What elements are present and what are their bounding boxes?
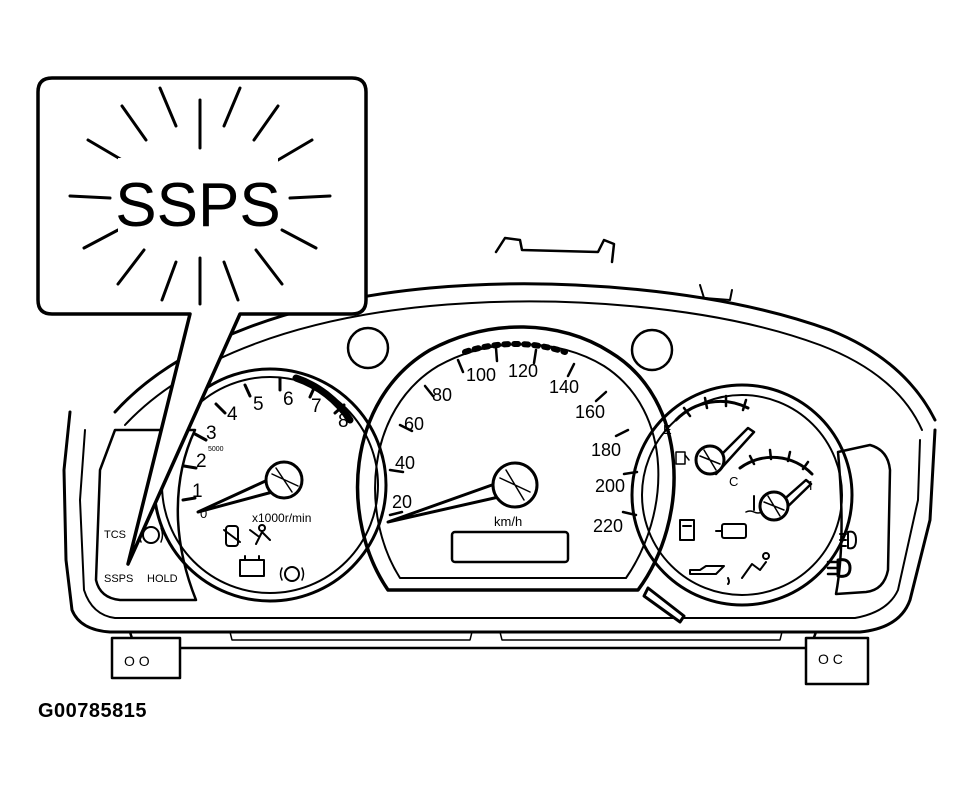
door-open-icon xyxy=(741,552,770,579)
left-indicator-panel: TCS SSPS HOLD xyxy=(104,526,178,585)
tach-number: 7 xyxy=(311,396,322,417)
tach-numbers: 1 2 3 4 5 6 7 8 xyxy=(192,389,349,502)
coolant-temp-icon xyxy=(745,495,763,514)
temp-cold-label: C xyxy=(729,474,738,489)
fuel-pump-icon xyxy=(675,451,690,465)
ssps-callout: SSPS xyxy=(36,76,368,566)
flash-rays xyxy=(68,86,332,306)
tcs-label: TCS xyxy=(104,529,126,541)
odometer-display xyxy=(450,530,570,564)
tach-number: 1 xyxy=(192,481,203,502)
tach-unit-label: x1000r/min xyxy=(252,511,311,525)
speed-number: 160 xyxy=(575,402,605,422)
tachometer: 1 2 3 4 5 6 7 8 0 5000 x1000r/min xyxy=(152,367,388,603)
right-mount-holes: O C xyxy=(818,651,843,667)
left-mount-holes: O O xyxy=(124,653,150,669)
tach-number: 8 xyxy=(338,411,349,432)
speed-number: 40 xyxy=(395,453,415,473)
temperature-gauge: C H xyxy=(729,448,814,522)
speed-number: 20 xyxy=(392,492,412,512)
speed-unit-label: km/h xyxy=(494,514,522,529)
fuel-gauge: E xyxy=(663,394,756,476)
tach-number: 6 xyxy=(283,389,294,410)
speed-number: 200 xyxy=(595,476,625,496)
high-beam-icon xyxy=(826,558,852,578)
brake-warning-icon xyxy=(279,566,305,582)
speed-number: 120 xyxy=(508,361,538,381)
tach-small-text: 5000 xyxy=(208,446,224,453)
tach-number: 5 xyxy=(253,394,264,415)
figure-code: G00785815 xyxy=(38,700,148,722)
ssps-indicator-label: SSPS xyxy=(104,573,133,585)
right-gauge-cluster xyxy=(630,383,854,607)
fuel-empty-label: E xyxy=(663,422,672,437)
right-warning-icons xyxy=(642,519,770,624)
hold-indicator-label: HOLD xyxy=(147,573,178,585)
speed-number: 60 xyxy=(404,414,424,434)
tach-zero-label: 0 xyxy=(200,506,207,521)
speed-number: 140 xyxy=(549,377,579,397)
speedometer: 20 40 60 80 100 120 140 160 180 200 220 … xyxy=(355,325,676,592)
cluster-housing xyxy=(62,236,937,686)
speed-number: 220 xyxy=(593,516,623,536)
speed-numbers: 20 40 60 80 100 120 140 160 180 200 220 xyxy=(392,361,625,536)
seatbelt-icon xyxy=(223,525,241,547)
speed-number: 80 xyxy=(432,385,452,405)
speed-number: 100 xyxy=(466,365,496,385)
battery-icon xyxy=(239,555,265,577)
oil-pressure-icon xyxy=(689,565,730,585)
headlight-on-icon xyxy=(839,530,857,550)
tach-number: 4 xyxy=(227,404,238,425)
fuel-warning-icon xyxy=(679,519,695,541)
tach-number: 3 xyxy=(206,423,217,444)
airbag-icon xyxy=(249,524,271,545)
speed-number: 180 xyxy=(591,440,621,460)
tach-ticks xyxy=(181,376,346,502)
tach-number: 2 xyxy=(196,451,207,472)
check-engine-icon xyxy=(715,523,747,539)
callout-label: SSPS xyxy=(115,171,280,240)
speed-ticks xyxy=(388,346,639,517)
